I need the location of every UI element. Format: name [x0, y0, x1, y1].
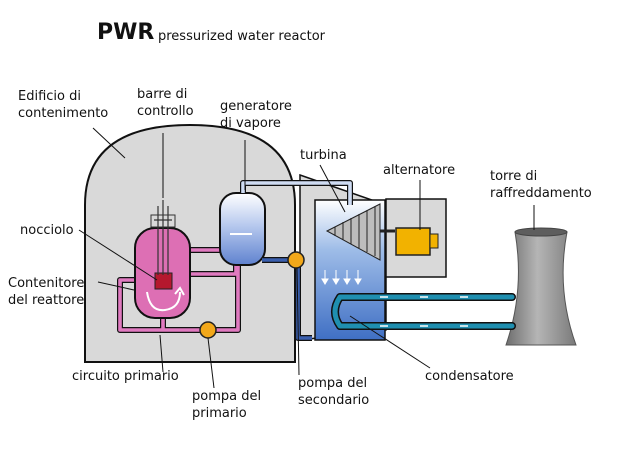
turbine-rotor	[325, 203, 395, 261]
label-turbina: turbina	[300, 148, 347, 163]
label-barre: barre di controllo	[137, 86, 194, 120]
label-barre-line1: barre di	[137, 87, 188, 102]
label-nocciolo: nocciolo	[20, 223, 74, 238]
steam-generator	[219, 192, 266, 266]
label-pompa-primario: pompa del primario	[192, 388, 261, 422]
cooling-tower	[505, 231, 577, 346]
alternator	[395, 227, 431, 256]
label-alternatore: alternatore	[383, 163, 456, 178]
cooling-tower-top	[514, 227, 568, 237]
leader-lines	[78, 127, 535, 389]
secondary-pump	[287, 251, 305, 269]
steam-pipe-fill	[241, 181, 352, 205]
label-contenitore-line2: del reattore	[8, 293, 85, 308]
condensate-arrows	[321, 270, 362, 285]
diagram-title: PWR	[97, 20, 155, 45]
label-pompa-secondario: pompa del secondario	[298, 375, 369, 409]
label-pompa-secondario-line1: pompa del	[298, 376, 368, 391]
label-contenitore: Contenitore del reattore	[8, 275, 84, 309]
reactor-core	[154, 272, 173, 290]
arrow-head-icon	[174, 286, 185, 296]
primary-pump	[199, 321, 217, 339]
label-generatore: generatore di vapore	[220, 98, 292, 132]
rod-drive	[150, 214, 176, 228]
label-circuito: circuito primario	[72, 369, 179, 384]
label-contenitore-line1: Contenitore	[8, 276, 85, 291]
alternator-shaft	[429, 233, 439, 249]
label-torre-line1: torre di	[490, 169, 538, 184]
diagram-subtitle: pressurized water reactor	[158, 29, 325, 44]
condenser-loop-fill	[332, 294, 515, 329]
label-torre: torre di raffreddamento	[490, 168, 592, 202]
label-generatore-line1: generatore	[220, 99, 292, 114]
label-pompa-secondario-line2: secondario	[298, 393, 370, 408]
label-edificio-line2: contenimento	[18, 106, 109, 121]
label-barre-line2: controllo	[137, 104, 194, 119]
label-edificio-line1: Edificio di	[18, 89, 81, 104]
label-edificio: Edificio di contenimento	[18, 88, 108, 122]
label-condensatore: condensatore	[425, 369, 514, 384]
label-pompa-primario-line2: primario	[192, 406, 247, 421]
label-generatore-line2: di vapore	[220, 116, 281, 131]
control-rods	[154, 200, 172, 275]
core-circulation-arrow	[146, 291, 181, 312]
label-torre-line2: raffreddamento	[490, 186, 592, 201]
label-pompa-primario-line1: pompa del	[192, 389, 262, 404]
loop-flow-dashes	[380, 296, 468, 327]
